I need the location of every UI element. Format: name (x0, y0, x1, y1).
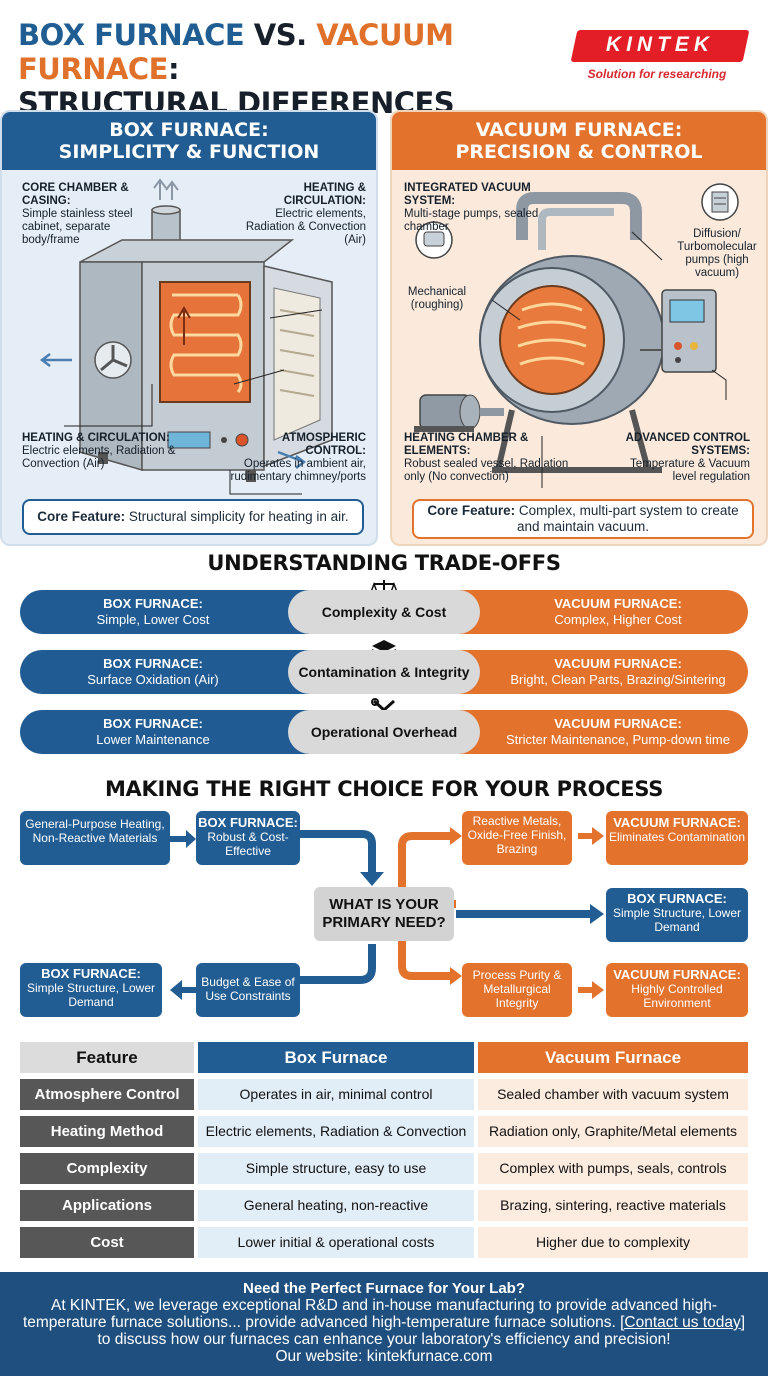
process-purity-box: Process Purity & Metallurgical Integrity (462, 963, 572, 1017)
heating-circulation-bottom-label: HEATING & CIRCULATION: Electric elements… (22, 432, 176, 470)
tradeoff-left: BOX FURNACE:Simple, Lower Cost (96, 596, 210, 627)
tradeoff-row: BOX FURNACE:Simple, Lower Cost VACUUM FU… (20, 590, 748, 634)
budget-constraints-box: Budget & Ease of Use Constraints (196, 963, 300, 1017)
tradeoff-right: VACUUM FURNACE:Stricter Maintenance, Pum… (506, 716, 730, 747)
tradeoffs-title: UNDERSTANDING TRADE-OFFS (207, 551, 561, 575)
tradeoff-center: Contamination & Integrity (288, 650, 480, 694)
page-title: BOX FURNACE VS. VACUUM FURNACE: STRUCTUR… (18, 18, 455, 120)
box-core-feature: Core Feature: Structural simplicity for … (22, 499, 364, 535)
logo-tagline: Solution for researching (587, 67, 727, 81)
table-row: Applications General heating, non-reacti… (20, 1190, 748, 1221)
vacuum-furnace-illustration (414, 183, 739, 488)
mechanical-pump-label: Mechanical (roughing) (407, 286, 467, 311)
table-row: Cost Lower initial & operational costs H… (20, 1227, 748, 1258)
footer-website[interactable]: Our website: kintekfurnace.com (275, 1348, 493, 1365)
tradeoff-row: BOX FURNACE:Lower Maintenance VACUUM FUR… (20, 710, 748, 754)
footer-heading: Need the Perfect Furnace for Your Lab? (242, 1280, 525, 1297)
logo-text: KINTEK (605, 33, 715, 56)
box-furnace-illustration (39, 178, 333, 495)
tradeoff-center: Complexity & Cost (288, 590, 480, 634)
vacuum-core-feature: Core Feature: Complex, multi-part system… (412, 499, 754, 539)
vacuum-controlled-box: VACUUM FURNACE: Highly Controlled Enviro… (606, 963, 748, 1017)
vacuum-eliminates-box: VACUUM FURNACE: Eliminates Contamination (606, 811, 748, 865)
box-panel-heading: BOX FURNACE: SIMPLICITY & FUNCTION (2, 112, 376, 170)
table-row: Heating Method Electric elements, Radiat… (20, 1116, 748, 1147)
atmospheric-control-label: ATMOSPHERIC CONTROL: Operates in ambient… (230, 432, 367, 483)
contact-us-link[interactable]: [Contact us today] (620, 1314, 746, 1331)
table-row: Atmosphere Control Operates in air, mini… (20, 1079, 748, 1110)
advanced-control-label: ADVANCED CONTROL SYSTEMS: Temperature & … (625, 432, 750, 483)
footer-cta: Need the Perfect Furnace for Your Lab? A… (0, 1272, 768, 1376)
diffusion-pumps-label: Diffusion/ Turbomolecular pumps (high va… (677, 228, 757, 279)
tradeoff-right: VACUUM FURNACE:Complex, Higher Cost (554, 596, 682, 627)
tradeoff-right: VACUUM FURNACE:Bright, Clean Parts, Braz… (510, 656, 726, 687)
table-header-row: Feature Box Furnace Vacuum Furnace (20, 1042, 748, 1073)
heating-chamber-label: HEATING CHAMBER & ELEMENTS: Robust seale… (404, 432, 569, 483)
core-chamber-label: CORE CHAMBER & CASING: Simple stainless … (22, 182, 133, 246)
box-simple-left-box: BOX FURNACE: Simple Structure, Lower Dem… (20, 963, 162, 1017)
tradeoff-left: BOX FURNACE:Surface Oxidation (Air) (87, 656, 219, 687)
vacuum-furnace-panel: VACUUM FURNACE: PRECISION & CONTROL (390, 110, 768, 546)
table-row: Complexity Simple structure, easy to use… (20, 1153, 748, 1184)
primary-need-box: WHAT IS YOUR PRIMARY NEED? (314, 887, 454, 941)
box-simple-right-box: BOX FURNACE: Simple Structure, Lower Dem… (606, 888, 748, 942)
tradeoff-center: Operational Overhead (288, 710, 480, 754)
tradeoff-left: BOX FURNACE:Lower Maintenance (96, 716, 210, 747)
integrated-vacuum-label: INTEGRATED VACUUM SYSTEM: Multi-stage pu… (404, 182, 539, 233)
box-furnace-panel: BOX FURNACE: SIMPLICITY & FUNCTION (0, 110, 378, 546)
box-furnace-robust-box: BOX FURNACE: Robust & Cost-Effective (196, 811, 300, 865)
tradeoff-row: BOX FURNACE:Surface Oxidation (Air) VACU… (20, 650, 748, 694)
decision-flow-arrows (170, 827, 604, 1000)
heating-circulation-top-label: HEATING & CIRCULATION: Electric elements… (245, 182, 366, 246)
reactive-metals-box: Reactive Metals, Oxide-Free Finish, Braz… (462, 811, 572, 865)
vacuum-panel-heading: VACUUM FURNACE: PRECISION & CONTROL (392, 112, 766, 170)
general-purpose-box: General-Purpose Heating, Non-Reactive Ma… (20, 811, 170, 865)
choice-title: MAKING THE RIGHT CHOICE FOR YOUR PROCESS (104, 777, 664, 801)
footer-body: At KINTEK, we leverage exceptional R&D a… (22, 1297, 746, 1348)
